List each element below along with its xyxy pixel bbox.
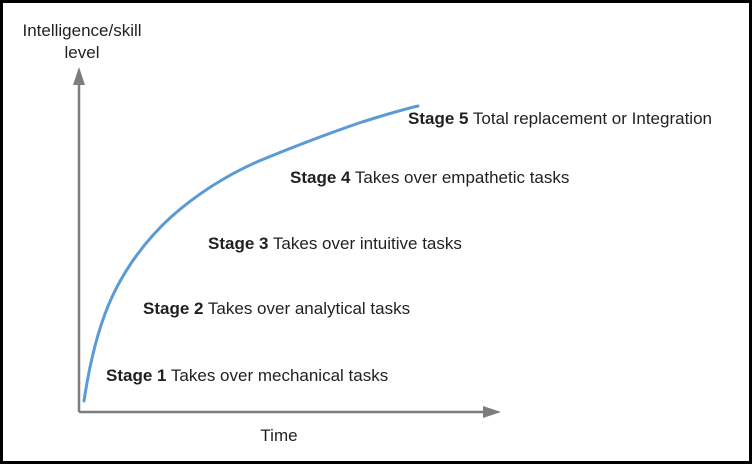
stage-5-label: Stage 5 Total replacement or Integration	[408, 109, 712, 129]
y-axis-arrow-icon	[73, 67, 85, 85]
y-axis-label: Intelligence/skill level	[9, 20, 155, 64]
stage-3-description: Takes over intuitive tasks	[272, 234, 462, 253]
y-axis-label-line2: level	[64, 43, 100, 62]
stage-3-label: Stage 3 Takes over intuitive tasks	[208, 234, 462, 254]
stage-3-name: Stage 3	[208, 234, 269, 253]
stage-5-description: Total replacement or Integration	[472, 109, 712, 128]
skill-growth-curve	[82, 104, 420, 403]
stage-2-name: Stage 2	[143, 299, 204, 318]
stage-1-name: Stage 1	[106, 366, 167, 385]
y-axis-label-line1: Intelligence/skill	[22, 21, 142, 40]
stage-1-description: Takes over mechanical tasks	[170, 366, 389, 385]
x-axis-label: Time	[260, 426, 298, 445]
stage-5-name: Stage 5	[408, 109, 469, 128]
stage-4-label: Stage 4 Takes over empathetic tasks	[290, 168, 569, 188]
x-axis-arrow-icon	[483, 406, 501, 418]
stage-2-description: Takes over analytical tasks	[207, 299, 411, 318]
stage-1-label: Stage 1 Takes over mechanical tasks	[106, 366, 388, 386]
stage-2-label: Stage 2 Takes over analytical tasks	[143, 299, 410, 319]
axes-and-curve	[73, 67, 501, 418]
stage-4-description: Takes over empathetic tasks	[354, 168, 570, 187]
stage-4-name: Stage 4	[290, 168, 351, 187]
